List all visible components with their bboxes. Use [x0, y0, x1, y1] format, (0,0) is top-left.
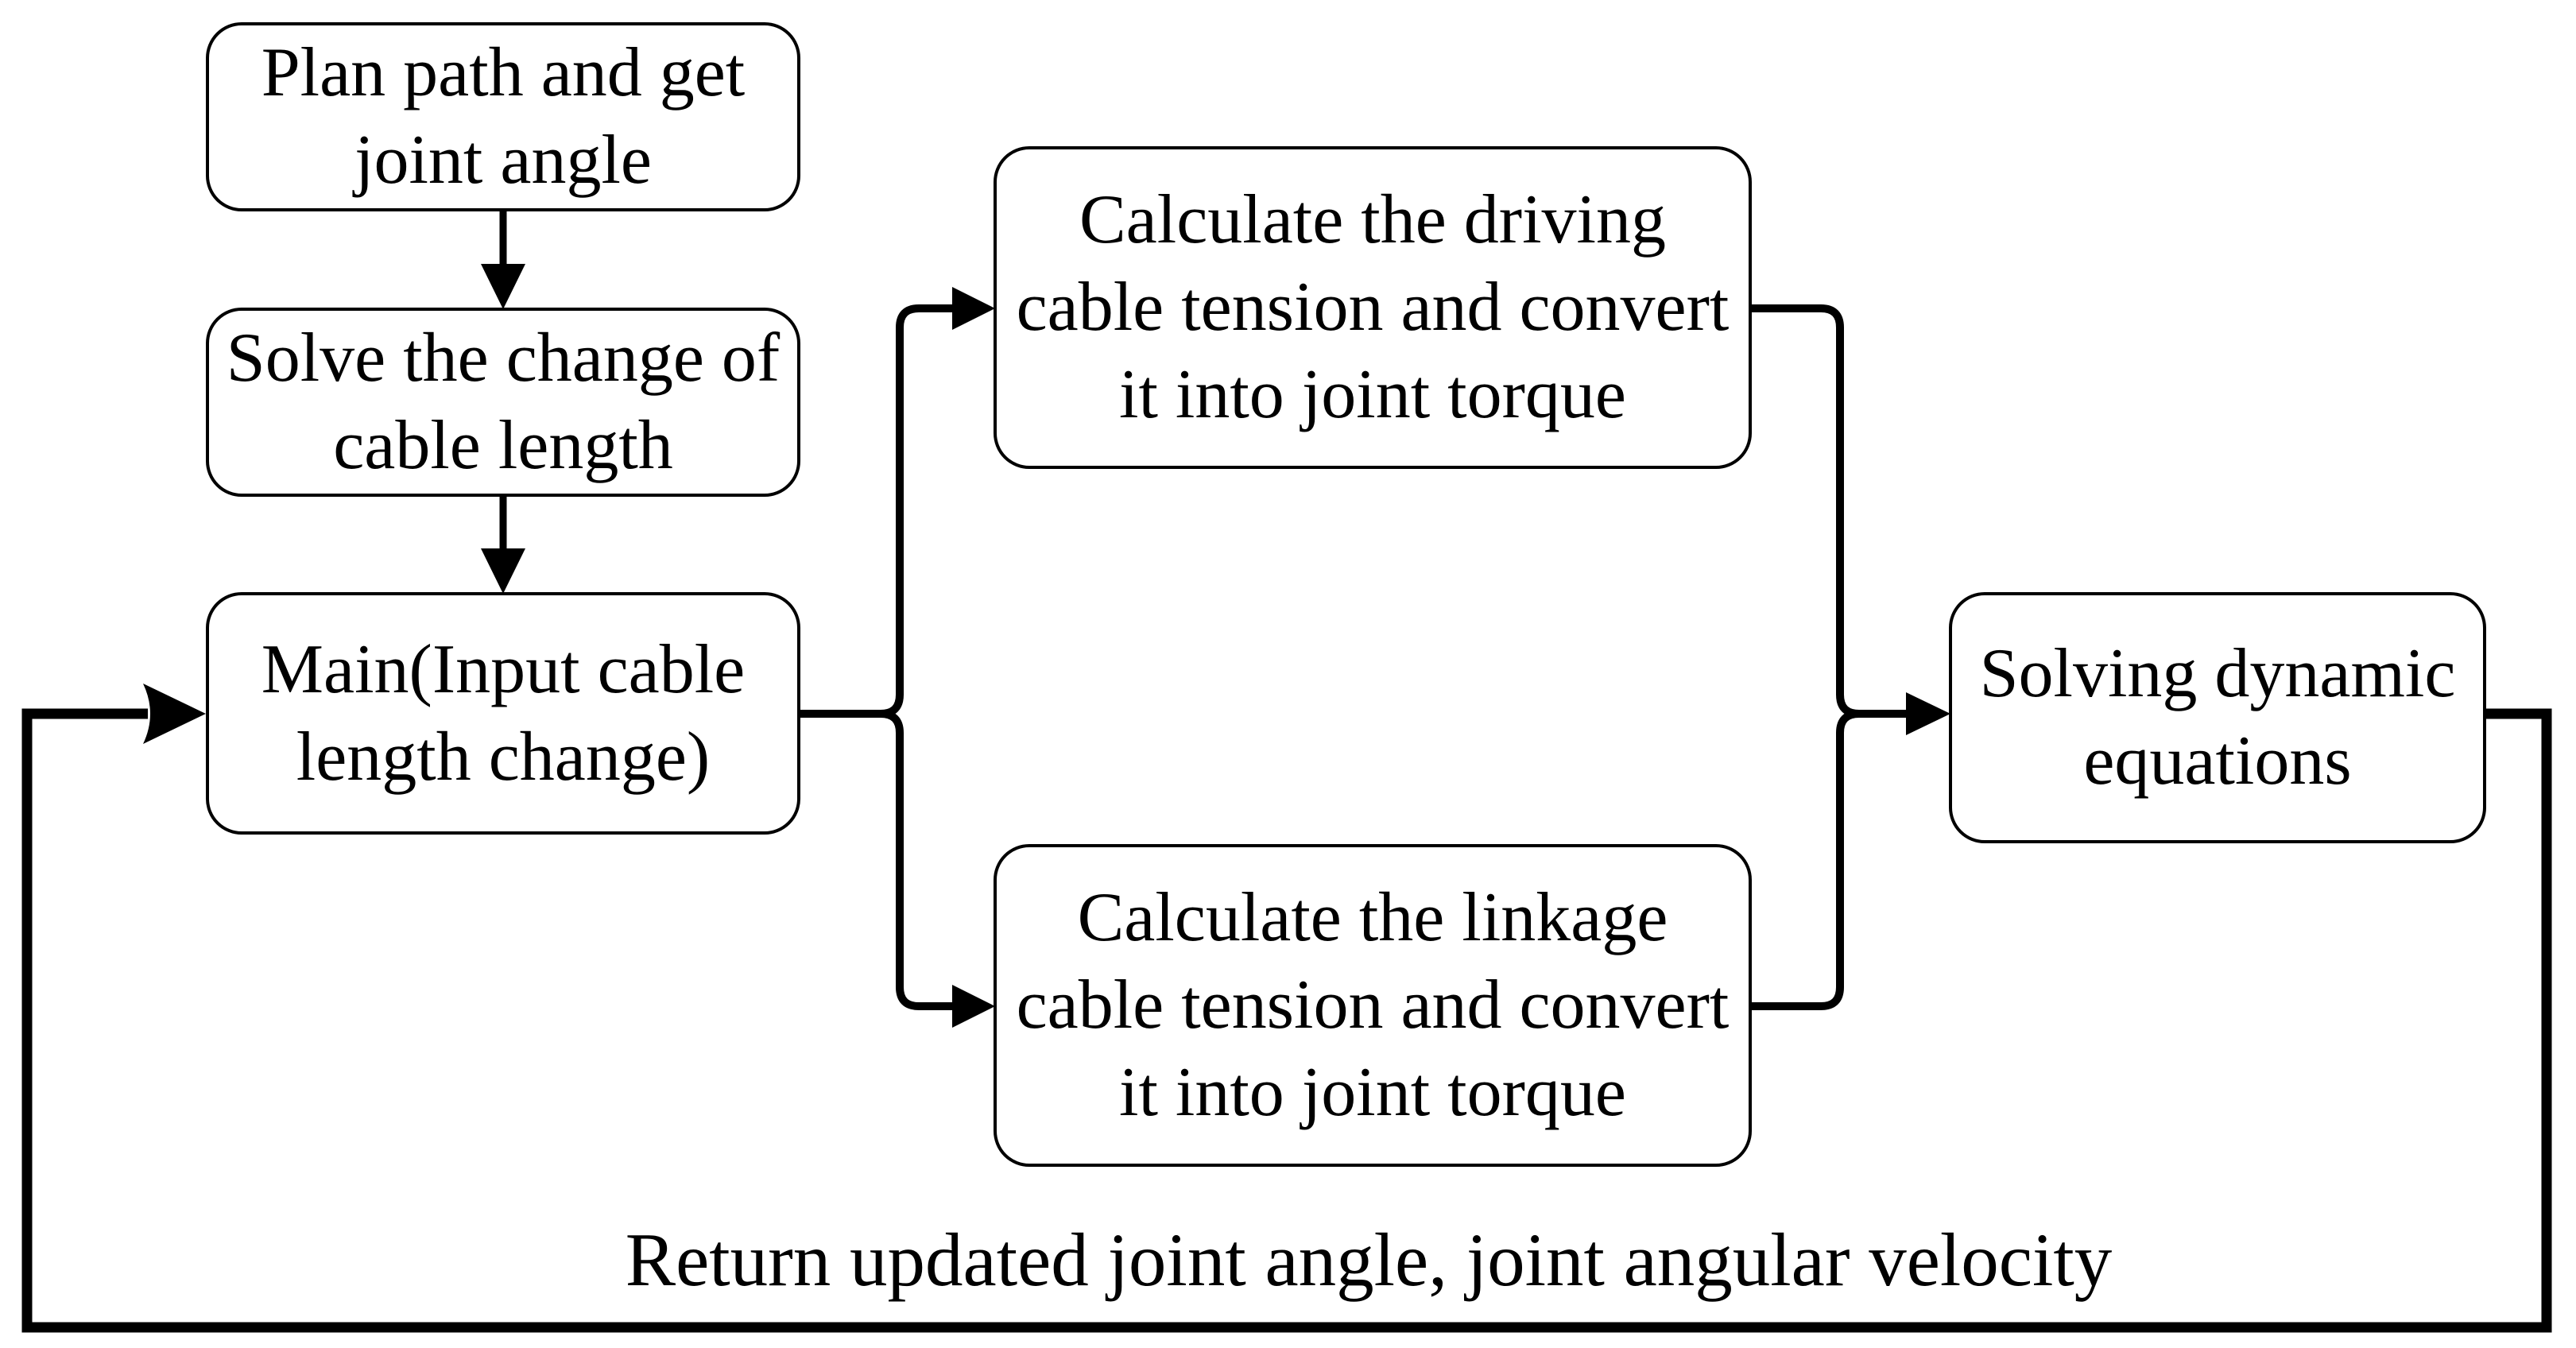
node-solve-cable-length-change: Solve the change of cable length	[206, 308, 800, 497]
feedback-loop-label: Return updated joint angle, joint angula…	[625, 1218, 2113, 1302]
node-calculate-driving-cable-tension: Calculate the driving cable tension and …	[994, 146, 1752, 469]
node-solving-dynamic-equations: Solving dynamic equations	[1949, 592, 2486, 843]
edge-linkage-to-dynamic	[1752, 692, 1950, 1010]
node-main-input-cable-length-change: Main(Input cable length change)	[206, 592, 800, 835]
edge-driving-to-dynamic	[1752, 304, 1908, 718]
edge-solve-to-main	[481, 497, 525, 594]
node-calculate-linkage-cable-tension: Calculate the linkage cable tension and …	[994, 844, 1752, 1167]
edge-feedback-loop	[21, 684, 2552, 1333]
edge-plan-to-solve	[481, 211, 525, 309]
edge-main-to-driving	[800, 287, 995, 718]
node-plan-path: Plan path and get joint angle	[206, 22, 800, 211]
edge-main-to-linkage	[800, 710, 995, 1028]
